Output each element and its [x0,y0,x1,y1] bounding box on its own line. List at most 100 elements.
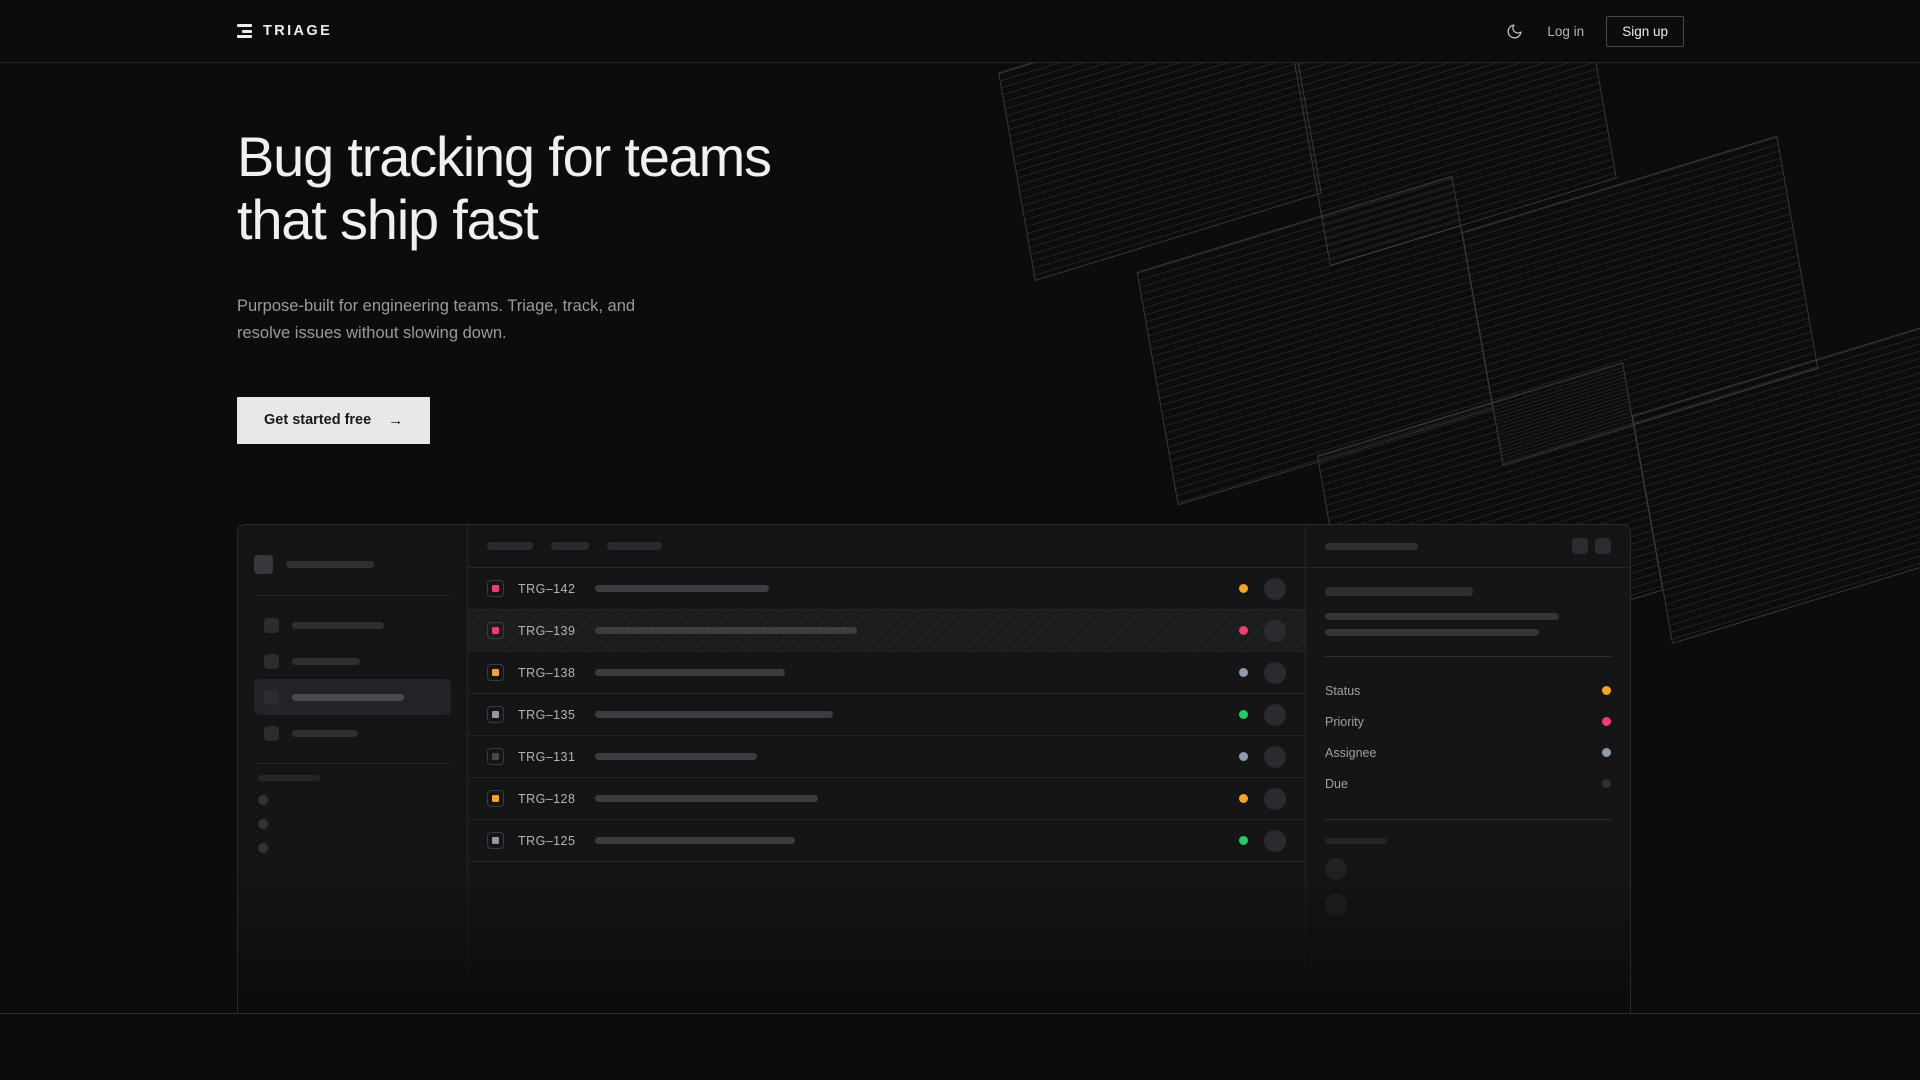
sidebar-footer-dot[interactable] [258,843,268,853]
issue-id: TRG–139 [518,623,576,638]
list-filter-chip[interactable] [607,542,662,550]
sidebar-item-icon [264,617,279,633]
activity-label-skeleton [1325,838,1387,844]
avatar[interactable] [1264,619,1286,642]
issue-title-skeleton [1325,587,1473,596]
mockup-sidebar-footer-items [254,795,451,853]
status-badge [1239,584,1248,593]
status-badge [1239,752,1248,761]
moon-icon[interactable] [1503,20,1525,42]
detail-divider [1325,656,1611,657]
mockup-sidebar-item[interactable] [254,679,451,715]
mockup-detail-header [1306,525,1630,568]
mockup-sidebar-item[interactable] [254,607,451,643]
table-row[interactable]: TRG–135 [468,694,1305,736]
activity-items [1325,858,1611,916]
avatar[interactable] [1264,787,1286,810]
issue-title-skeleton [595,585,769,592]
activity-avatar[interactable] [1325,894,1347,916]
sidebar-divider [254,763,451,764]
login-link[interactable]: Log in [1547,23,1585,39]
activity-avatar[interactable] [1325,858,1347,880]
deco-slab [1136,175,1494,506]
mockup-workspace-switcher[interactable] [254,545,451,583]
issue-id: TRG–142 [518,581,576,596]
issue-title-skeleton [595,753,757,760]
workspace-avatar [254,554,273,574]
deco-slab [1631,322,1920,644]
sidebar-item-label-skeleton [292,657,360,665]
meta-value-dot [1602,717,1611,726]
sidebar-footer-dot[interactable] [258,819,268,829]
detail-action-icon[interactable] [1572,538,1588,554]
mockup-sidebar-item[interactable] [254,715,451,751]
sidebar-item-label-skeleton [292,729,358,737]
avatar[interactable] [1264,661,1286,684]
detail-title-skeleton [1325,542,1418,550]
table-row[interactable]: TRG–125 [468,820,1305,862]
issue-title-skeleton [595,627,857,634]
issue-title-skeleton [595,795,818,802]
detail-more-icon[interactable] [1595,538,1611,554]
issue-meta-row[interactable]: Assignee [1325,737,1611,768]
issue-meta-row[interactable]: Priority [1325,706,1611,737]
issue-description-skeleton [1325,613,1611,636]
get-started-label: Get started free [264,412,372,429]
deco-slab [998,63,1322,282]
list-filter-chip[interactable] [551,542,589,550]
meta-label: Due [1325,776,1348,791]
sidebar-item-label-skeleton [292,621,384,629]
avatar[interactable] [1264,703,1286,726]
sidebar-item-icon [264,689,279,705]
brand-logo[interactable]: TRIAGE [237,23,332,39]
sidebar-footer-dot[interactable] [258,795,268,805]
issue-meta-row[interactable]: Due [1325,768,1611,799]
table-row[interactable]: TRG–138 [468,652,1305,694]
deco-slab [1293,63,1617,267]
avatar[interactable] [1264,577,1286,600]
table-row[interactable]: TRG–142 [468,568,1305,610]
mockup-list-toolbar [468,525,1305,568]
issue-id: TRG–125 [518,833,576,848]
table-row[interactable]: TRG–131 [468,736,1305,778]
avatar[interactable] [1264,829,1286,852]
priority-badge-icon [487,706,504,723]
status-badge [1239,626,1248,635]
status-badge [1239,794,1248,803]
issue-id: TRG–138 [518,665,576,680]
priority-badge-icon [487,622,504,639]
page-title: Bug tracking for teams that ship fast [237,125,772,252]
workspace-name-skeleton [286,560,374,568]
get-started-button[interactable]: Get started free → [237,396,431,444]
issue-meta-row[interactable]: Status [1325,675,1611,706]
priority-badge-icon [487,832,504,849]
header-actions: Log in Sign up [1503,15,1684,47]
sidebar-item-icon [264,725,279,741]
sidebar-item-icon [264,653,279,669]
hero-subtitle: Purpose-built for engineering teams. Tri… [237,296,636,342]
signup-button[interactable]: Sign up [1606,15,1684,47]
issue-title-skeleton [595,711,833,718]
table-row[interactable]: TRG–128 [468,778,1305,820]
list-filter-chip[interactable] [487,542,533,550]
priority-badge-icon [487,748,504,765]
status-badge [1239,668,1248,677]
brand-name: TRIAGE [263,23,333,39]
sidebar-item-label-skeleton [292,693,404,701]
issue-title-skeleton [595,837,795,844]
table-row[interactable]: TRG–139 [468,610,1305,652]
priority-badge-icon [487,664,504,681]
meta-label: Priority [1325,714,1364,729]
meta-value-dot [1602,779,1611,788]
avatar[interactable] [1264,745,1286,768]
hero-section: Bug tracking for teams that ship fast Pu… [237,125,772,444]
mockup-sidebar-item[interactable] [254,643,451,679]
section-divider [0,1013,1920,1014]
